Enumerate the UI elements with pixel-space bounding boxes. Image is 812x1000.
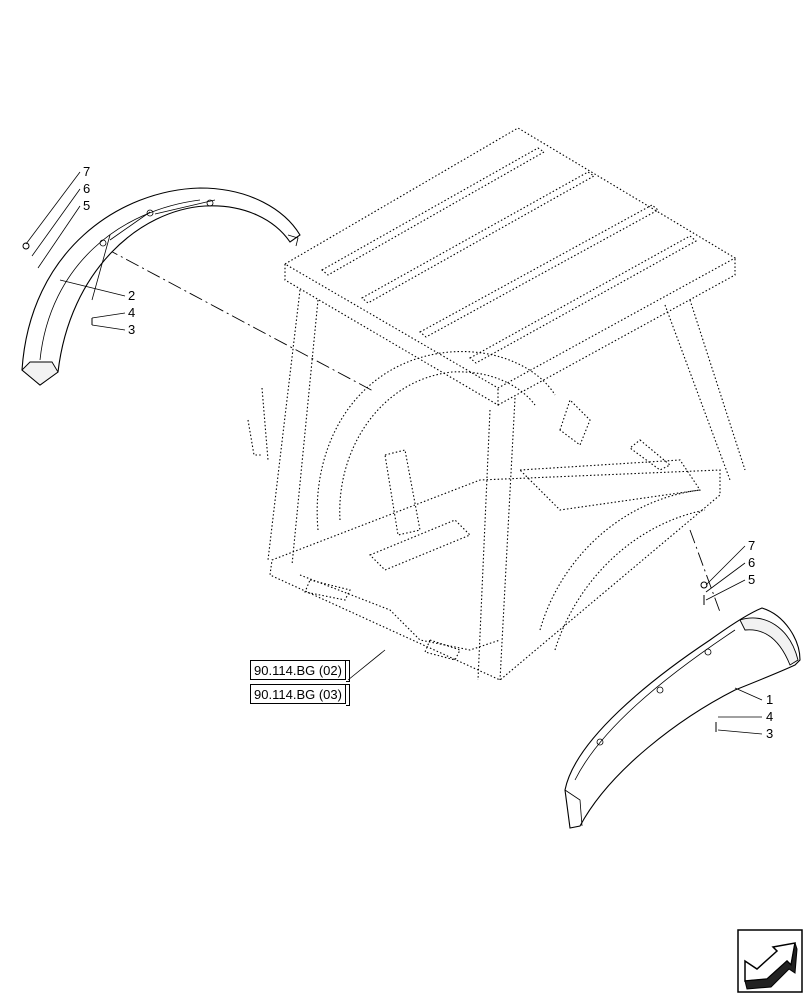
reference-link-03[interactable]: 90.114.BG (03) [250, 684, 350, 706]
callout-label: 4 [766, 709, 773, 724]
callouts-left-top: 7 6 5 [83, 164, 90, 213]
alignment-lines [104, 247, 721, 613]
callout-label: 3 [128, 322, 135, 337]
left-fender [21, 187, 301, 386]
callouts-right-top: 7 6 5 [748, 538, 755, 587]
callout-label: 5 [748, 572, 755, 587]
callout-label: 6 [83, 181, 90, 196]
callouts-right-bottom: 1 4 3 [766, 692, 773, 741]
leader-lines [25, 171, 763, 735]
callout-label: 3 [766, 726, 773, 741]
callout-label: 7 [748, 538, 755, 553]
callout-label: 7 [83, 164, 90, 179]
callouts-left-bottom: 2 4 3 [128, 288, 135, 337]
next-page-arrow-icon[interactable] [737, 929, 803, 993]
callout-label: 4 [128, 305, 135, 320]
right-fender [564, 581, 801, 829]
callout-label: 1 [766, 692, 773, 707]
callout-label: 5 [83, 198, 90, 213]
reference-link-02[interactable]: 90.114.BG (02) [250, 660, 350, 682]
cab-frame [247, 127, 746, 681]
callout-label: 2 [128, 288, 135, 303]
callout-label: 6 [748, 555, 755, 570]
